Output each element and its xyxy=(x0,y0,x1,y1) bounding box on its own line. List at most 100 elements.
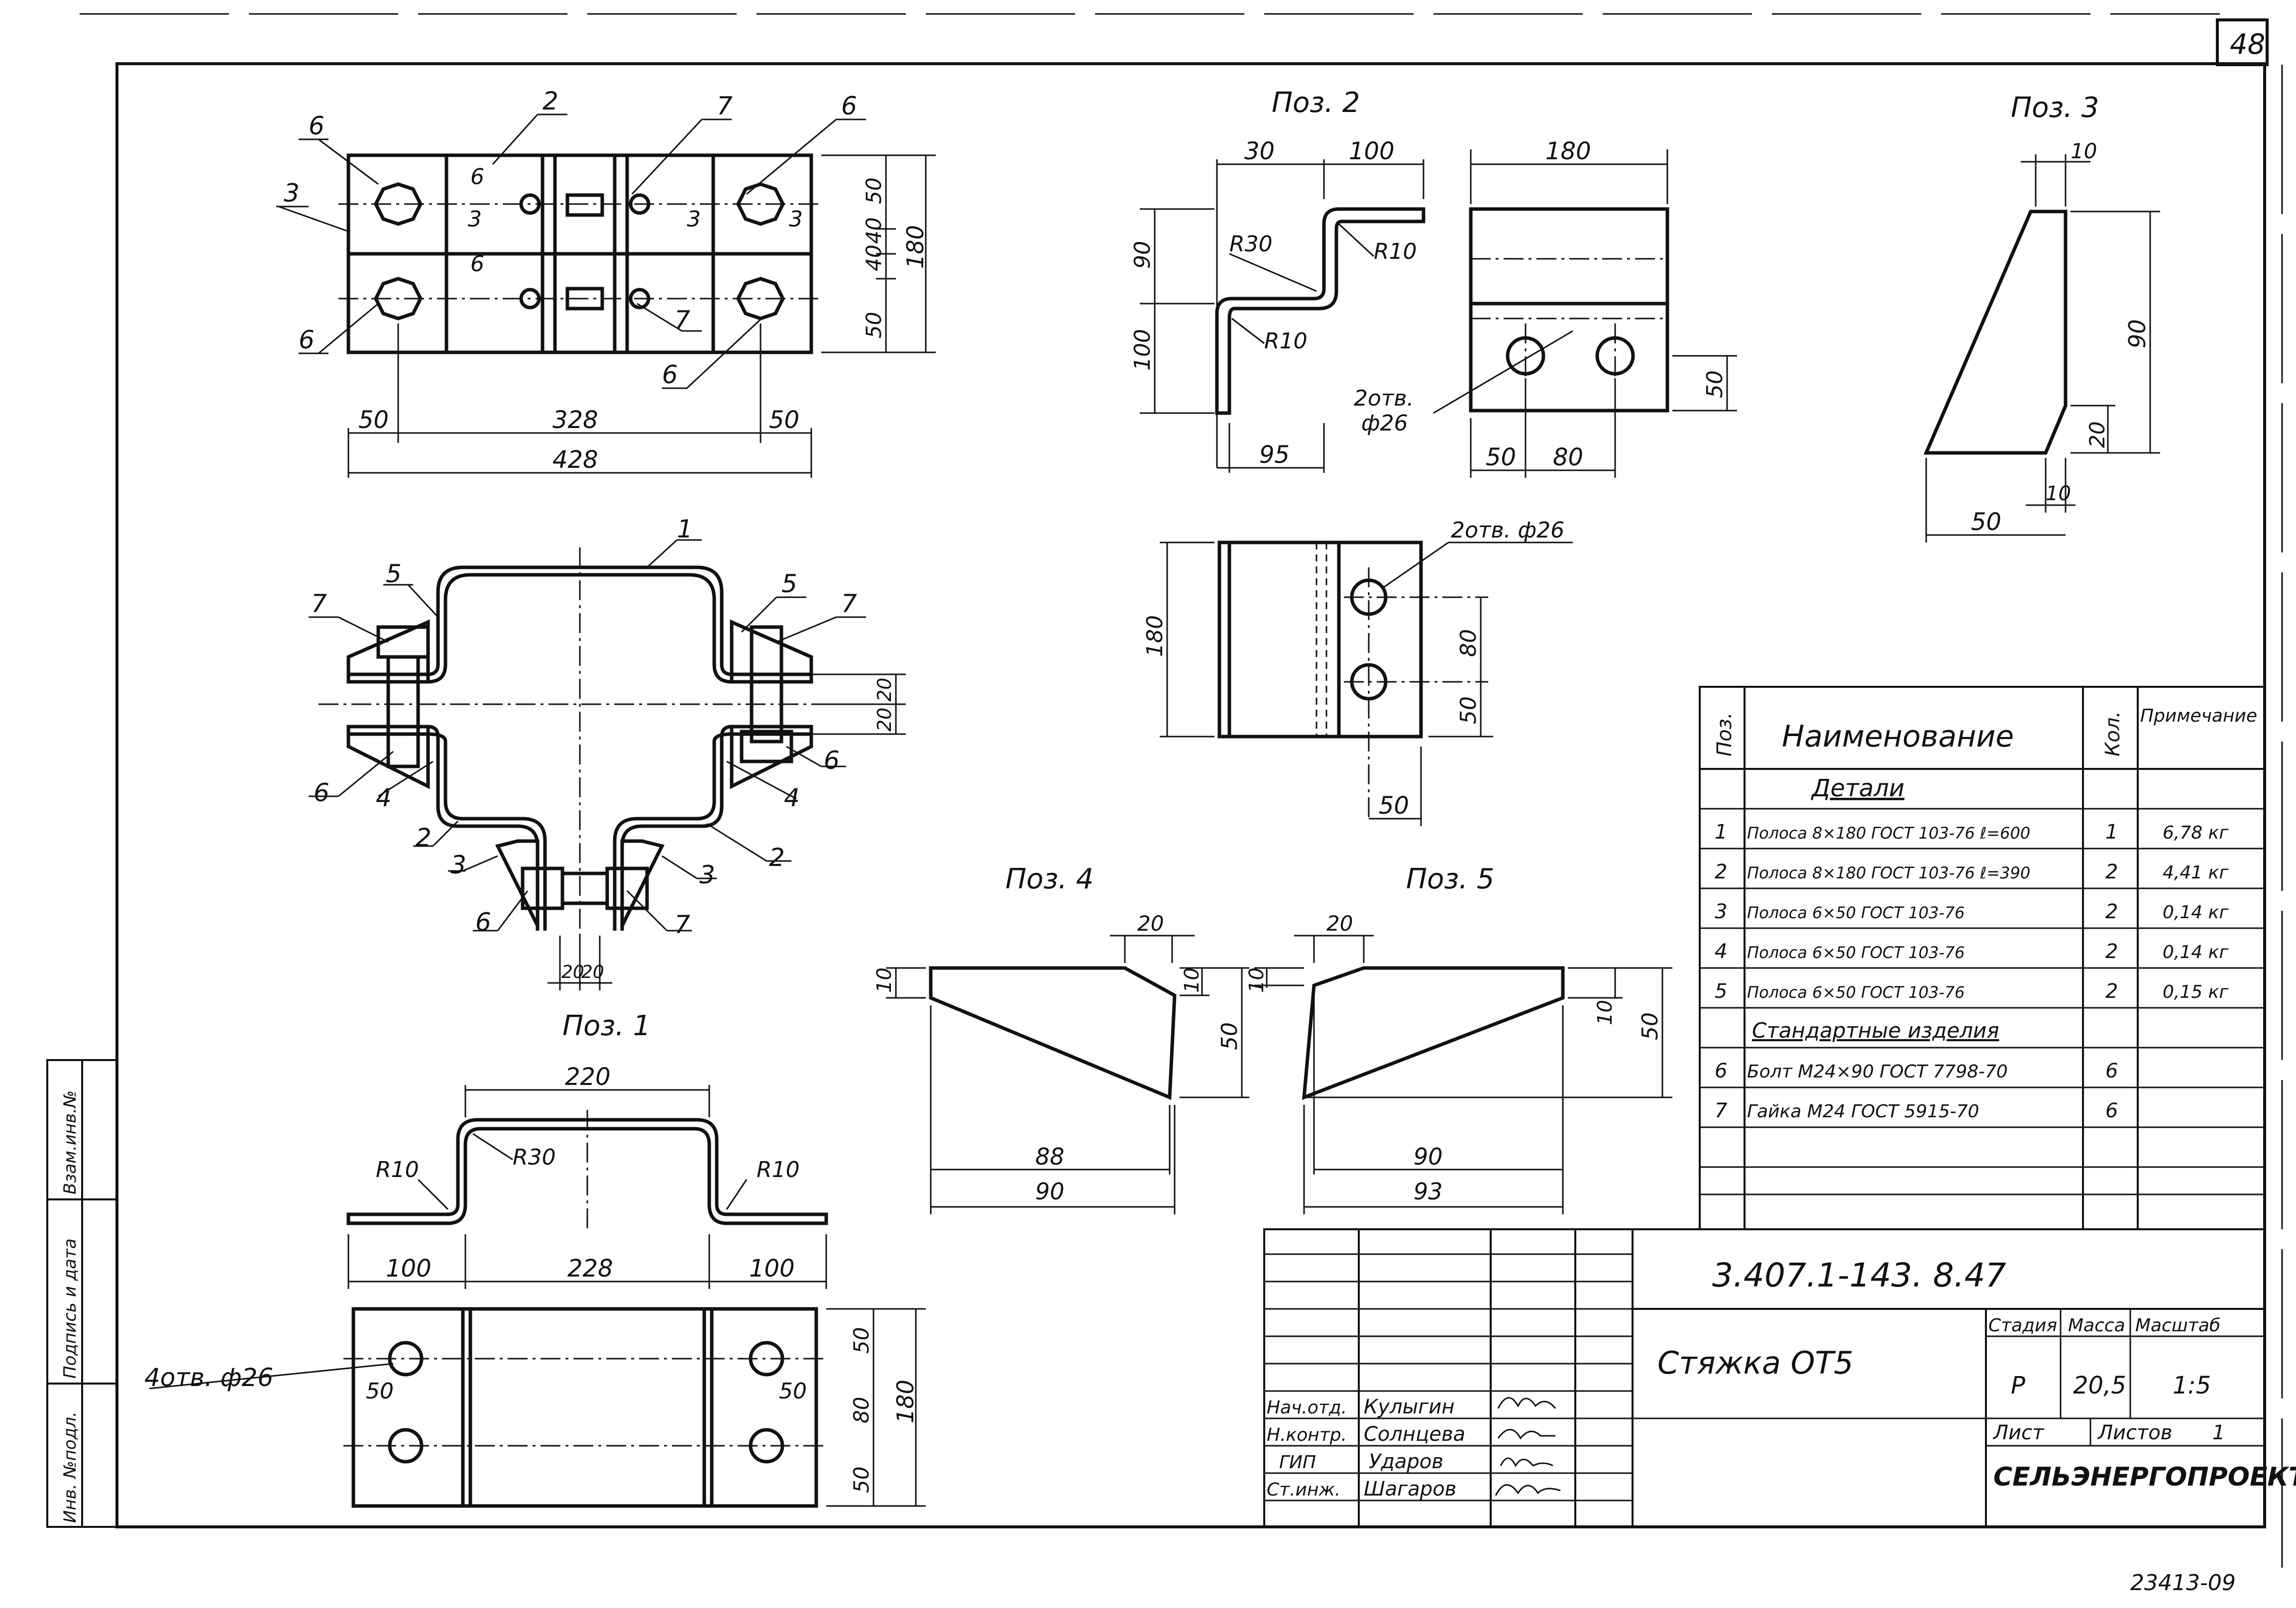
view-label-poz1: Поз. 1 xyxy=(562,1010,651,1042)
callout-3: 3 xyxy=(450,851,466,879)
drawing-title: Стяжка ОТ5 xyxy=(1657,1345,1854,1381)
callout-6: 6 xyxy=(824,746,840,775)
dim-p1-mid: 228 xyxy=(567,1255,613,1283)
spec-note-1: 6,78 кг xyxy=(2163,823,2229,843)
callout-3: 3 xyxy=(699,860,715,889)
dim-p2-plan-c: 50 xyxy=(1379,792,1409,820)
spec-pos-4: 4 xyxy=(1715,940,1727,963)
dim-p5-h: 50 xyxy=(1638,1012,1663,1040)
spec-name-5: Полоса 6×50 ГОСТ 103-76 xyxy=(1747,983,1965,1002)
stage-label: Стадия xyxy=(1988,1315,2057,1336)
view-label-poz4: Поз. 4 xyxy=(1005,863,1093,895)
dim-p1-side-r: 100 xyxy=(749,1255,795,1283)
callout-6: 6 xyxy=(475,908,491,937)
callout-6: 6 xyxy=(299,325,315,354)
dim-p2-plan-holes: 2отв. ф26 xyxy=(1451,518,1564,543)
spec-pos-2: 2 xyxy=(1715,860,1727,883)
dim-p2-plan-b: 50 xyxy=(1456,696,1481,724)
spec-name-4: Полоса 6×50 ГОСТ 103-76 xyxy=(1747,943,1965,962)
spec-pos-3: 3 xyxy=(1715,900,1727,923)
dim-p2-r30: R30 xyxy=(1229,231,1273,257)
callout-2: 2 xyxy=(769,843,785,872)
callout-6: 6 xyxy=(470,164,484,190)
stage-value: Р xyxy=(2011,1372,2025,1399)
drawing-code: 3.407.1-143. 8.47 xyxy=(1712,1256,2006,1294)
spec-qty-4: 2 xyxy=(2105,940,2118,963)
dim-top-total: 428 xyxy=(552,446,598,474)
dim-p4-h: 50 xyxy=(1217,1022,1242,1050)
view-label-poz5: Поз. 5 xyxy=(1406,863,1494,895)
detail-poz1: 220 R30 R10 R10 100 228 100 4отв. ф26 50… xyxy=(144,1063,926,1508)
sheets-label: Листов xyxy=(2097,1421,2172,1444)
dim-p1-r30: R30 xyxy=(513,1145,556,1170)
spec-header-name: Наименование xyxy=(1782,719,2014,754)
callout-7: 7 xyxy=(311,589,327,618)
dim-p2-side-a: 50 xyxy=(1486,443,1516,471)
scale-label: Масштаб xyxy=(2135,1315,2220,1336)
callout-6: 6 xyxy=(309,111,325,140)
dim-p3-bb: 10 xyxy=(2046,482,2071,505)
dim-p2-h1: 90 xyxy=(1130,241,1155,269)
dim-p2-holes: 2отв. xyxy=(1354,386,1414,411)
dim-p1-holes: 4отв. ф26 xyxy=(144,1363,273,1392)
spec-header-note: Примечание xyxy=(2140,706,2257,726)
spec-pos-7: 7 xyxy=(1715,1099,1728,1122)
callout-7: 7 xyxy=(674,910,690,939)
dim-p2-side-h: 50 xyxy=(1702,370,1728,398)
dim-p5-top: 20 xyxy=(1326,911,1353,936)
callout-3: 3 xyxy=(284,179,300,208)
scale-value: 1:5 xyxy=(2173,1372,2211,1399)
callout-2: 2 xyxy=(543,87,558,115)
dim-p2-side-b: 80 xyxy=(1553,443,1583,471)
callout-3: 3 xyxy=(789,207,803,232)
title-block: 3.407.1-143. 8.47 Стяжка ОТ5 Стадия Масс… xyxy=(1263,1228,2296,1528)
side-label-sign: Подпись и дата xyxy=(60,1238,80,1379)
detail-poz5: Поз. 5 20 10 10 50 90 93 xyxy=(1245,863,1672,1214)
callout-5: 5 xyxy=(781,569,797,598)
dim-top-h3: 40 xyxy=(862,245,886,271)
dim-asm-gap2: 20 xyxy=(581,962,604,982)
spec-name-7: Гайка М24 ГОСТ 5915-70 xyxy=(1747,1101,1979,1122)
spec-qty-6: 6 xyxy=(2105,1060,2118,1082)
spec-qty-3: 2 xyxy=(2105,900,2118,923)
view-label-poz3: Поз. 3 xyxy=(2011,92,2099,124)
callout-6: 6 xyxy=(662,360,678,389)
mass-label: Масса xyxy=(2068,1315,2125,1336)
dim-asm-side2: 20 xyxy=(874,708,895,732)
dim-p1-h2: 80 xyxy=(849,1397,874,1423)
sign-name-2: Солнцева xyxy=(1364,1423,1465,1446)
organization-name: СЕЛЬЭНЕРГОПРОЕКТ xyxy=(1993,1462,2296,1492)
sheet-number: 48 xyxy=(2230,28,2265,61)
sheet-frame xyxy=(80,13,2283,1568)
sign-role-2: Н.контр. xyxy=(1267,1425,1347,1445)
spec-name-3: Полоса 6×50 ГОСТ 103-76 xyxy=(1747,903,1965,922)
callout-2: 2 xyxy=(416,823,432,852)
dim-p2-h2: 100 xyxy=(1130,329,1155,371)
dim-p5-r: 10 xyxy=(1594,1000,1617,1025)
dim-p4-l: 10 xyxy=(873,967,896,993)
dim-p1-top: 220 xyxy=(565,1063,611,1091)
spec-qty-1: 1 xyxy=(2105,821,2118,844)
dim-p2-r10a: R10 xyxy=(1374,239,1417,264)
spec-pos-1: 1 xyxy=(1715,821,1727,844)
callout-6: 6 xyxy=(314,778,329,807)
spec-pos-5: 5 xyxy=(1715,980,1727,1003)
view-label-poz2: Поз. 2 xyxy=(1272,87,1360,119)
sign-role-3: ГИП xyxy=(1279,1452,1316,1473)
spec-pos-6: 6 xyxy=(1715,1060,1727,1082)
callout-7: 7 xyxy=(717,92,733,120)
dim-p2-holes-d: ф26 xyxy=(1361,411,1408,436)
callout-5: 5 xyxy=(386,559,402,588)
sign-role-4: Ст.инж. xyxy=(1267,1480,1340,1500)
archive-number: 23413-09 xyxy=(2130,1570,2236,1596)
dim-p5-w1: 90 xyxy=(1414,1143,1443,1170)
dim-p3-w: 50 xyxy=(1971,508,2001,536)
dim-p3-h: 90 xyxy=(2124,319,2151,348)
spec-note-5: 0,15 кг xyxy=(2163,982,2229,1002)
dim-p2-plan-h: 180 xyxy=(1142,615,1168,657)
spec-note-2: 4,41 кг xyxy=(2163,862,2229,883)
callout-7: 7 xyxy=(841,589,857,618)
spec-name-1: Полоса 8×180 ГОСТ 103-76 ℓ=600 xyxy=(1747,824,2030,843)
handwritten-signatures xyxy=(1495,1397,1561,1496)
